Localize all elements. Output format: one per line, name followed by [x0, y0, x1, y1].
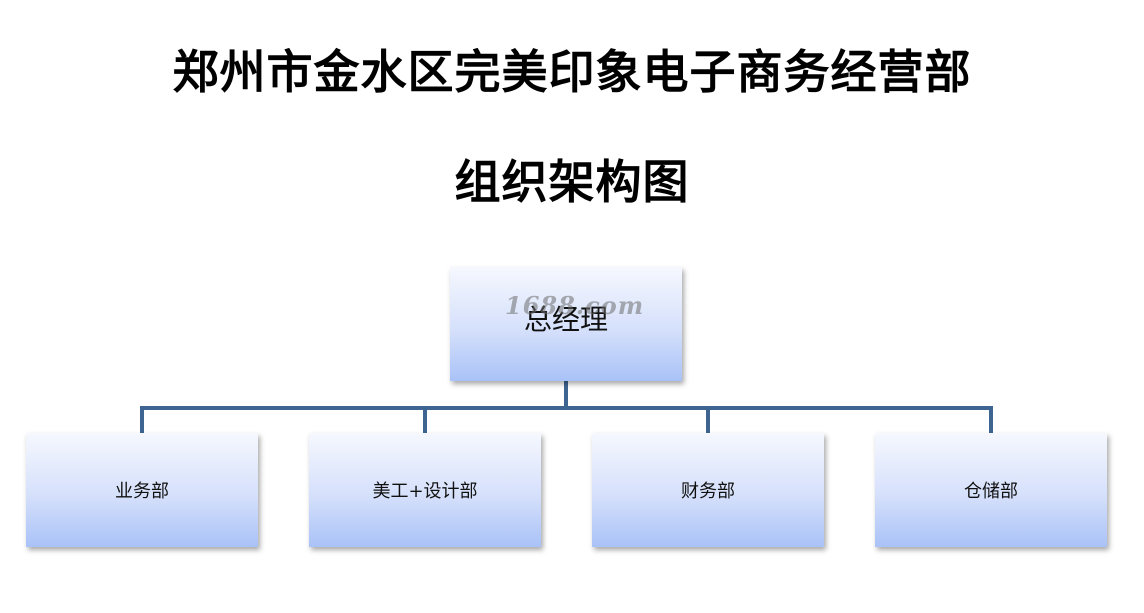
company-title: 郑州市金水区完美印象电子商务经营部	[172, 45, 972, 99]
dept-label-sales: 业务部	[115, 481, 169, 502]
dept-label-finance: 财务部	[681, 481, 735, 502]
dept-node-warehouse: 仓储部	[875, 433, 1107, 547]
dept-label-warehouse: 仓储部	[964, 481, 1018, 502]
chart-title: 组织架构图	[454, 155, 690, 209]
dept-node-sales: 业务部	[26, 433, 258, 547]
watermark-logo: 1688.com	[505, 291, 645, 320]
general-manager-label: 总经理	[523, 303, 608, 336]
dept-node-design: 美工+设计部	[309, 433, 541, 547]
dept-node-finance: 财务部	[592, 433, 824, 547]
general-manager-node: 总经理	[450, 267, 682, 381]
dept-label-design: 美工+设计部	[372, 481, 478, 502]
